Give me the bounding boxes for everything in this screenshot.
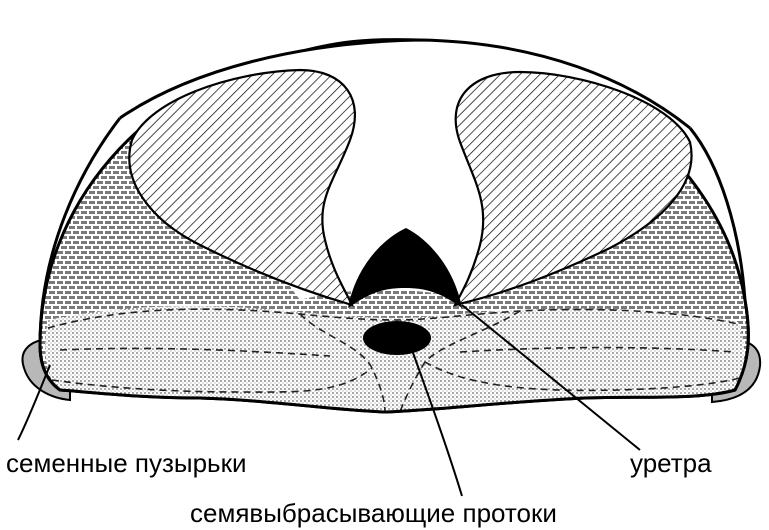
ejaculatory-ducts: [363, 321, 431, 355]
label-urethra: уретра: [630, 448, 712, 478]
label-ejaculatory-ducts: семявыбрасывающие протоки: [190, 498, 557, 528]
label-seminal-vesicles: семенные пузырьки: [6, 448, 246, 478]
